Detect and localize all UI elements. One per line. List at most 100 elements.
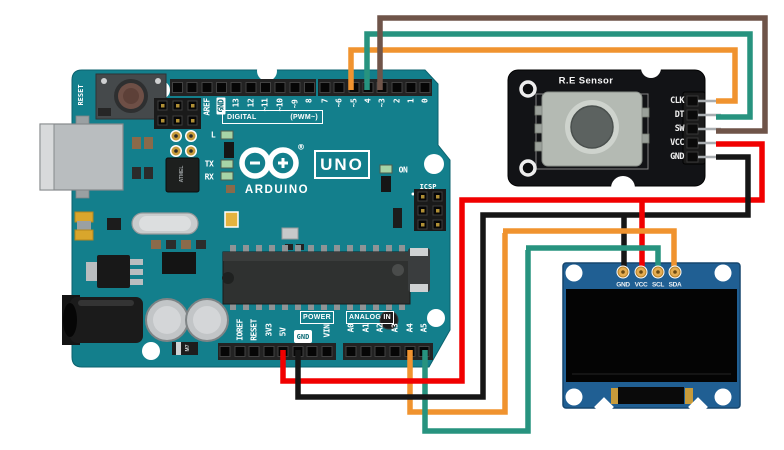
led-tx-label: TX [204,159,214,169]
mount-hole-icon [519,80,537,98]
encoder-title: R.E Sensor [558,75,614,87]
smd-chip [224,142,234,158]
wire-clk[interactable] [348,47,738,104]
pin-label-8: 8 [304,98,314,104]
analog-header[interactable] [343,343,433,360]
oled-pin-scl-label: SCL [651,281,665,289]
arduino-logo-icon [239,147,299,179]
encoder-pin-vcc: VCC [670,138,684,148]
led-rx-label: RX [204,172,214,182]
main-mcu-chip [222,245,430,310]
pin-label-5v: 5V [278,327,288,337]
pin-label-2: 2 [392,98,402,104]
pin-label-ioref: IOREF [235,319,245,341]
pin-label-5: ~5 [349,98,359,108]
oled-screen [566,289,737,382]
led-rx [220,171,234,181]
pin-label-1: 1 [406,98,416,104]
led-tx [220,159,234,169]
diode-label: M7 [185,344,191,352]
pin-label-12: 12 [246,98,256,108]
mount-hole-icon [142,342,160,360]
mount-hole-icon [519,159,537,177]
mount-hole-icon [257,61,277,81]
digital-header-right[interactable] [318,79,432,96]
test-points [170,130,197,157]
pin-label-a2: A2 [375,323,385,333]
pin-label-reset: RESET [249,319,259,341]
registered-mark: ® [297,142,305,152]
mount-hole-icon [565,264,583,282]
capacitors [145,298,399,342]
mount-hole-icon [565,388,583,406]
digital-header-left[interactable] [170,79,316,96]
pcb-notch [641,58,661,78]
icsp-header [411,189,446,231]
icsp-label: ICSP [419,183,437,191]
pin-label-a3: A3 [390,323,400,333]
wire-sda-upper[interactable] [503,228,677,269]
oled-flex-connector [594,387,708,417]
smd-cap [393,208,402,228]
pin-label-3v3: 3V3 [264,323,274,337]
encoder-module [507,58,721,200]
pin-label-a0: A0 [346,323,356,333]
pin-label-3: ~3 [377,98,387,108]
encoder-knob[interactable] [570,105,614,149]
oled-pin-sda-label: SDA [668,281,682,289]
power-section-label: POWER [303,314,331,321]
led-on-label: ON [398,165,408,175]
pin-label-a5: A5 [419,323,429,333]
led-on [379,164,393,174]
wire-gnd[interactable] [295,154,751,400]
encoder-pin-dt: DT [674,110,685,120]
encoder-pin-gnd: GND [670,152,684,162]
arduino-brand: ARDUINO [244,184,310,196]
pin-label-a1: A1 [361,323,371,333]
wire-5v[interactable] [280,141,765,384]
mount-hole-icon [714,388,732,406]
mount-hole-icon [714,264,732,282]
analog-section-label: ANALOG IN [349,314,391,321]
encoder-header[interactable] [682,91,721,165]
pin-label-4: 4 [363,98,373,104]
encoder-pin-sw: SW [674,124,685,134]
status-leds [220,130,402,228]
pin-label-aref: AREF [202,98,212,116]
power-header[interactable] [218,343,336,360]
digital-section-label: DIGITAL [227,113,257,121]
pin-label-13: 13 [231,98,241,108]
wire-dt[interactable] [364,31,753,120]
uno-model-box: UNO [314,150,370,179]
pin-label-vin: VIN [322,324,332,338]
usb-connector [39,115,124,199]
digital-section-box: DIGITAL (PWM~) [222,110,323,124]
pin-label-7: 7 [320,98,330,104]
pin-label-a4: A4 [405,323,415,333]
rotary-encoder[interactable] [534,91,650,167]
pwm-section-label: (PWM~) [290,113,318,121]
pin-label-9: ~9 [290,99,300,109]
oled-pin-gnd-label: GND [616,281,630,289]
led-l [220,130,234,140]
power-section-box: POWER [300,311,334,324]
power-jack [62,295,143,345]
oled-pins[interactable] [616,265,682,279]
arduino-board [39,61,451,368]
crystal-oscillator [131,212,199,235]
wires [280,15,768,434]
reset-label: RESET [77,84,85,106]
oled-pin-vcc-label: VCC [634,281,648,289]
wire-scl-lower[interactable] [422,250,531,434]
pin-label-0: 0 [420,98,430,104]
uno-model-label: UNO [320,154,364,174]
usb-mcu-chip [165,157,200,193]
led-l-label: L [210,130,216,140]
analog-section-box: ANALOG IN [346,311,394,324]
mount-hole-icon [424,154,444,174]
wire-sw[interactable] [377,15,768,134]
pin-label-gnd-bottom: GND [294,330,312,343]
wire-scl-upper[interactable] [526,245,661,269]
